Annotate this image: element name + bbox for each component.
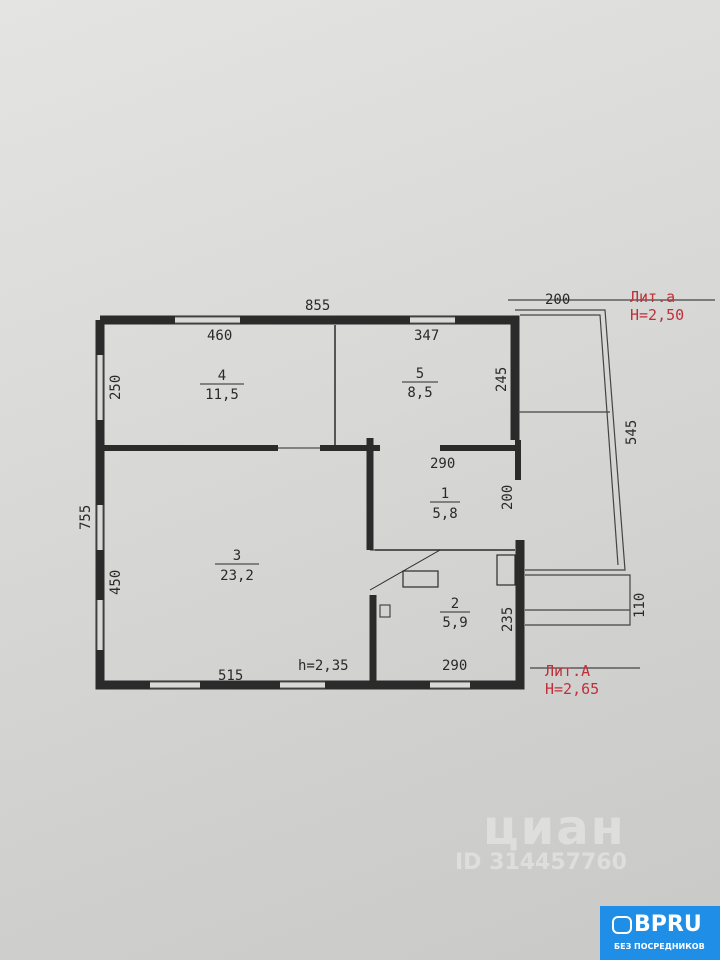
people-icon: [612, 916, 632, 934]
room-1: 1 5,8: [430, 486, 460, 522]
main-liter-name: Лит.А: [545, 662, 590, 680]
dim-annex-side: 545: [624, 420, 640, 445]
dim-top-left: 460: [207, 328, 232, 344]
svg-text:8,5: 8,5: [407, 385, 432, 401]
dim-room1-top: 290: [430, 456, 455, 472]
svg-text:5,9: 5,9: [442, 615, 467, 631]
dim-top-total: 855: [305, 298, 330, 314]
annex-walls: [508, 299, 715, 669]
room-5: 5 8,5: [402, 366, 438, 401]
svg-text:5,8: 5,8: [432, 506, 457, 522]
watermark-id: ID 314457760: [455, 850, 627, 875]
dim-left-lower: 450: [108, 570, 124, 595]
svg-text:1: 1: [441, 486, 449, 502]
room-2: 2 5,9: [440, 596, 470, 631]
svg-text:23,2: 23,2: [220, 568, 254, 584]
dim-top-right: 347: [414, 328, 439, 344]
dim-bottom-left: 515: [218, 668, 243, 684]
liter-labels: Лит.а H=2,50 Лит.А H=2,65: [545, 288, 684, 698]
dim-room5-right: 245: [494, 367, 510, 392]
room-3: 3 23,2: [215, 548, 259, 584]
room-4: 4 11,5: [200, 368, 244, 403]
dim-annex-top: 200: [545, 292, 570, 308]
watermark-brand: циан: [483, 800, 626, 856]
dim-porch: 110: [632, 593, 648, 618]
room-labels: 4 11,5 5 8,5 1 5,8 2 5,9 3 23,2 h=2,35: [200, 366, 470, 674]
dim-bottom-right: 290: [442, 658, 467, 674]
dim-room1-right: 200: [500, 485, 516, 510]
room3-height: h=2,35: [298, 658, 349, 674]
annex-liter-height: H=2,50: [630, 306, 684, 324]
main-liter-height: H=2,65: [545, 680, 599, 698]
svg-text:3: 3: [233, 548, 241, 564]
logo-name: BPRU: [634, 912, 702, 937]
annex-liter-name: Лит.а: [630, 288, 675, 306]
svg-text:2: 2: [451, 596, 459, 612]
dim-left-total: 755: [78, 505, 94, 530]
svg-text:4: 4: [218, 368, 226, 384]
dimensions: 855 460 347 250 755 450 245 290 200 2 3 5 …: [78, 292, 648, 684]
svg-text:11,5: 11,5: [205, 387, 239, 403]
main-walls: [95, 315, 525, 690]
svg-text:5: 5: [416, 366, 424, 382]
logo-tagline: БЕЗ ПОСРЕДНИКОВ: [614, 942, 705, 951]
dim-left-upper: 250: [108, 375, 124, 400]
cian-watermark: циан ID 314457760: [455, 800, 627, 875]
dim-room2-right: 235: [500, 607, 516, 632]
bpru-logo: BPRU БЕЗ ПОСРЕДНИКОВ: [600, 906, 720, 960]
